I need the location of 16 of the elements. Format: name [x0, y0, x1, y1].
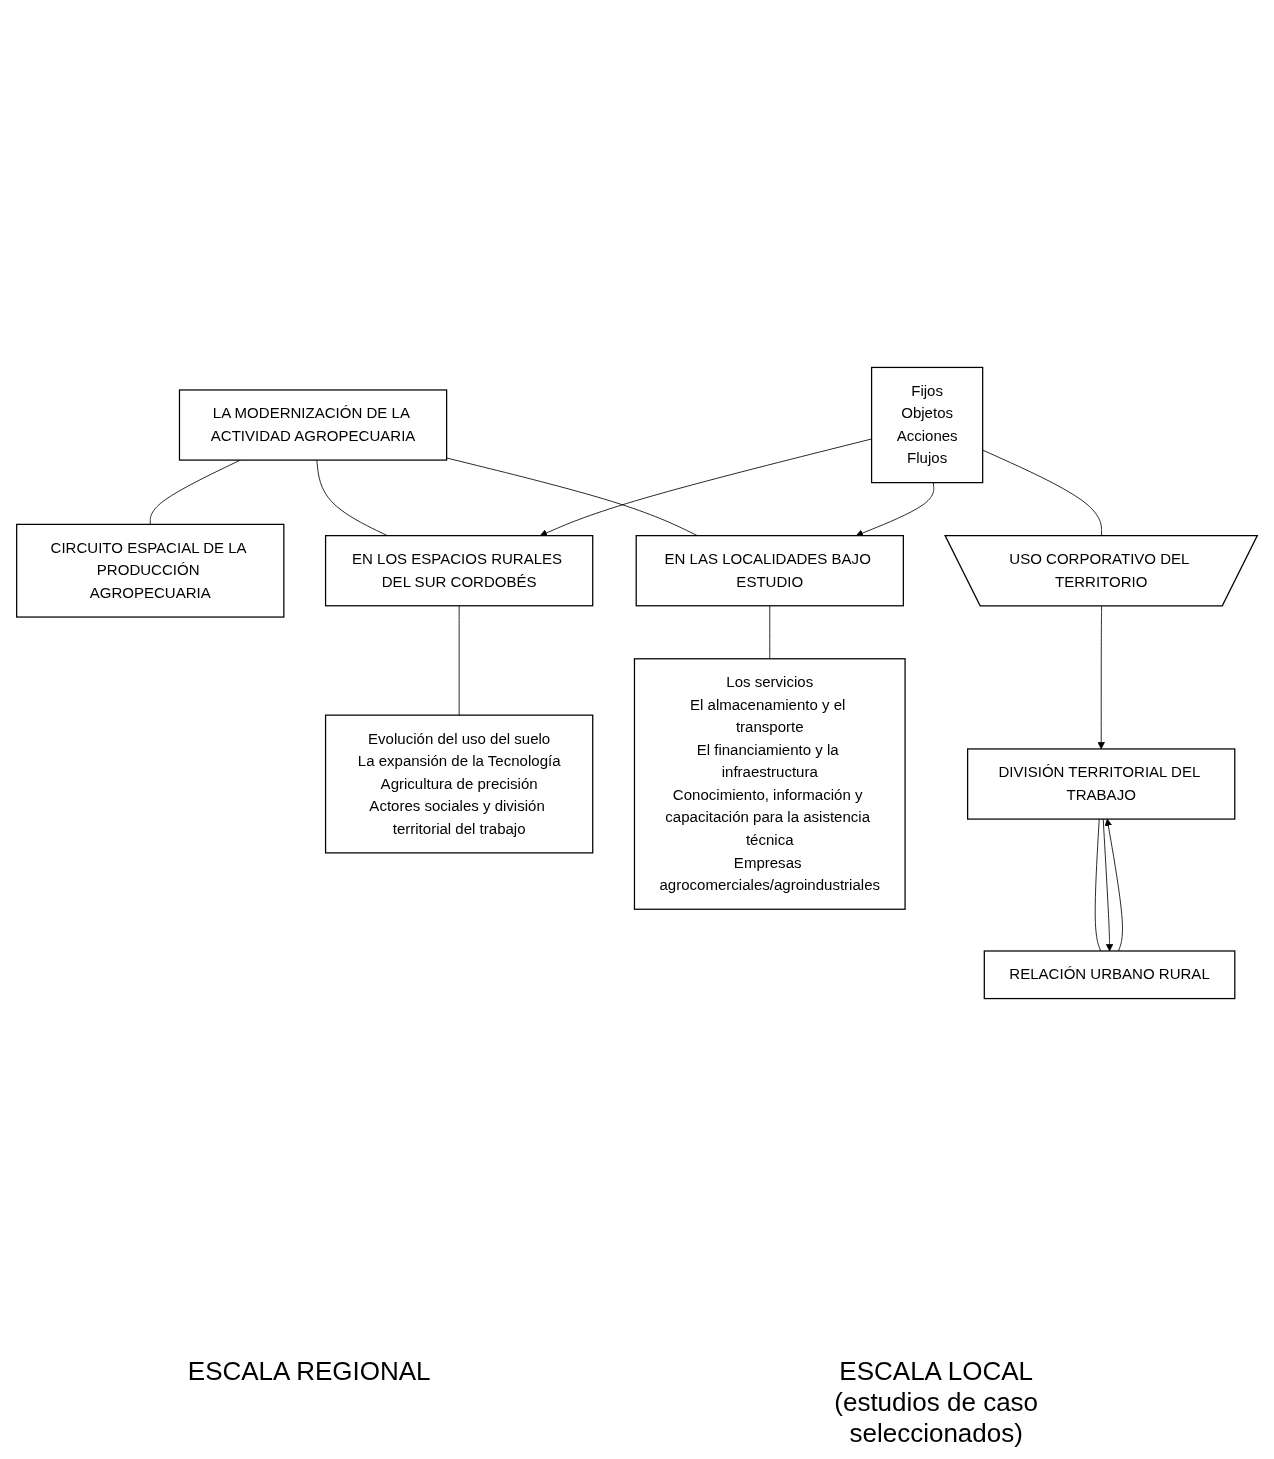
node-box: EN LAS LOCALIDADES BAJO ESTUDIO [635, 535, 904, 607]
connector [458, 605, 460, 716]
scale-label: ESCALA LOCAL (estudios de caso seleccionados) [833, 1356, 1040, 1449]
node-box: LA MODERNIZACIÓN DE LA ACTIVIDAD AGROPECUARIA [178, 389, 448, 461]
node-box: Fijos Objetos Acciones Flujos [870, 366, 984, 484]
node-box: Los servicios El almacenamiento y el transporte El financiamiento y la infraestructura Conocimiento, información y capacitación para la asistencia técnica Empresas agrocomerciales/agroindustriales [633, 658, 906, 910]
node-box: Evolución del uso del suelo La expansión de la Tecnología Agricultura de precisión Actores sociales y división territorial del trabajo [324, 714, 594, 854]
connector [446, 457, 698, 537]
node-box: RELACIÓN URBANO RURAL [983, 950, 1236, 1000]
connector [769, 605, 771, 660]
node-box: CIRCUITO ESPACIAL DE LA PRODUCCIÓN AGROPECUARIA [16, 523, 285, 618]
node-box: EN LOS ESPACIOS RURALES DEL SUR CORDOBÉS [324, 535, 594, 607]
connector [1094, 818, 1102, 952]
connector [316, 459, 388, 537]
scale-label: ESCALA REGIONAL [187, 1356, 431, 1388]
node-box: DIVISIÓN TERRITORIAL DEL TRABAJO [967, 748, 1236, 820]
